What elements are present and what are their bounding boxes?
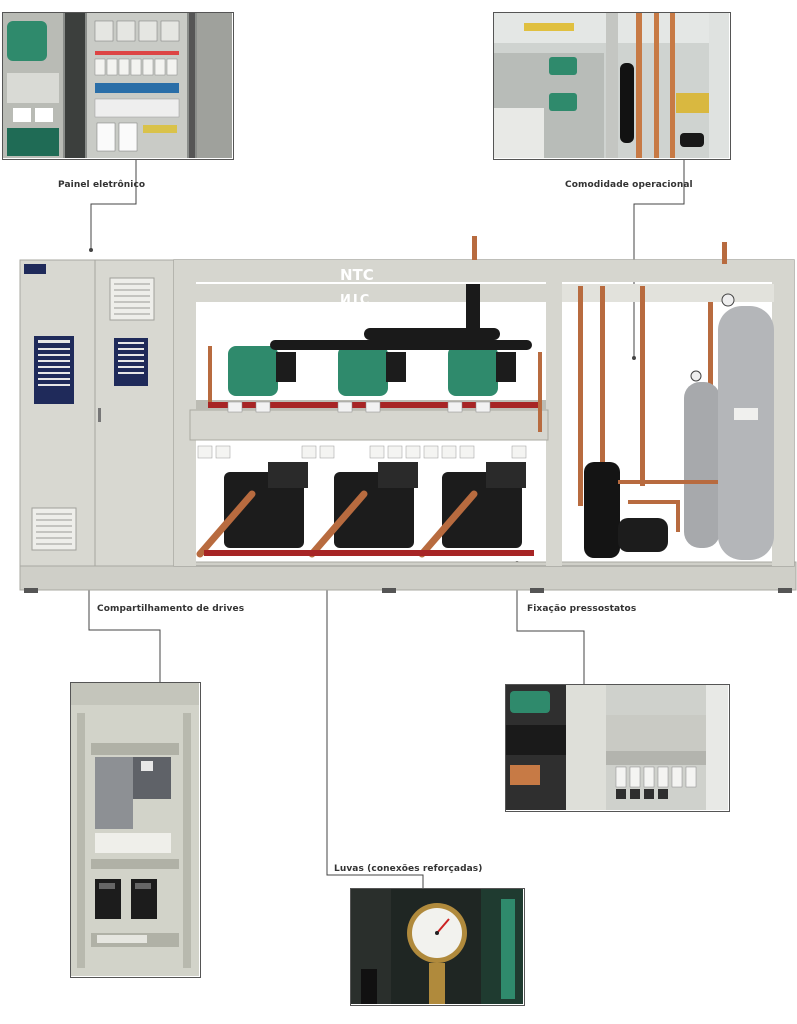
vent-grille-icon: [31, 507, 77, 551]
liquid-receiver-small: [684, 382, 720, 548]
photo-comodidade-operacional: [493, 12, 731, 160]
gauge-icon: [690, 370, 702, 382]
label-fixacao-pressostatos: Fixação pressostatos: [527, 604, 637, 614]
vent-grille-icon: [109, 277, 155, 321]
liquid-receiver-large: [718, 306, 774, 560]
ntc-logo-mirror: NTC: [340, 290, 369, 305]
compressor-top-2: [338, 346, 406, 396]
ntc-logo: NTC: [340, 266, 374, 284]
indicator-panel-icon: [34, 336, 74, 404]
brand-plate: [24, 264, 46, 274]
label-painel-eletronico: Painel eletrônico: [58, 180, 146, 190]
main-unit-photo: NTC NTC: [18, 232, 797, 600]
label-compartilhamento-drives: Compartilhamento de drives: [97, 604, 245, 614]
leader-dot-comodidade: [632, 356, 636, 360]
gauge-icon: [407, 903, 467, 963]
leader-dot-painel: [89, 248, 93, 252]
compressor-bottom-3: [442, 462, 526, 548]
leader-painel: [90, 160, 137, 250]
compressor-bottom-1: [224, 462, 308, 548]
leader-luvas: [326, 570, 424, 888]
label-comodidade-operacional: Comodidade operacional: [565, 180, 693, 190]
compressor-top-3: [448, 346, 516, 396]
photo-painel-eletronico: [2, 12, 234, 160]
label-luvas: Luvas (conexões reforçadas): [334, 864, 483, 874]
compressor-top-1: [228, 346, 296, 396]
indicator-panel-icon: [114, 338, 148, 386]
photo-fixacao-pressostatos: [505, 684, 730, 812]
gauge-icon: [721, 293, 735, 307]
photo-luvas-conexoes: [350, 888, 525, 1006]
compressor-bottom-2: [334, 462, 418, 548]
leader-pressostatos: [516, 563, 585, 684]
photo-compartilhamento-drives: [70, 682, 201, 978]
